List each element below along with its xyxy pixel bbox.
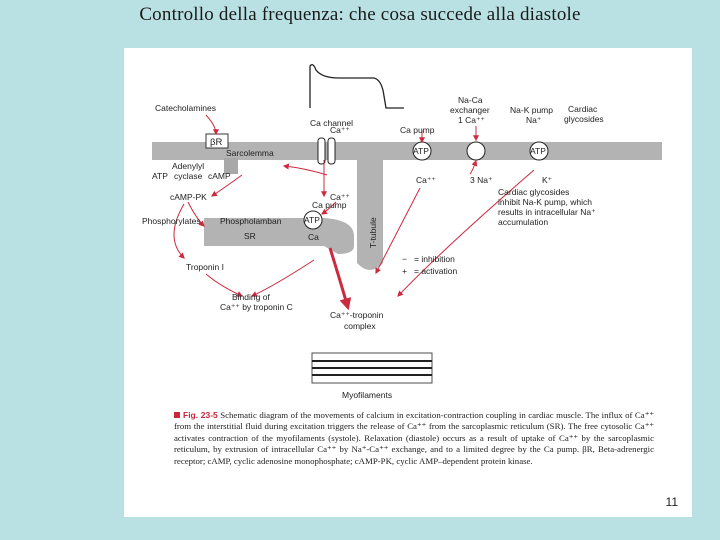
sr-release-arrow [328,247,352,311]
ca-channel-label: Ca channel [310,118,353,128]
figure-panel: βR ATP ATP ATP [124,48,692,517]
camp-label: cAMP [208,171,231,181]
legend-plus: + [402,266,407,276]
atp-left-label: ATP [152,171,168,181]
sr-ca-pump-label: Ca pump [312,200,347,210]
na-k-pump-circle [529,141,549,161]
camp-pk-label: cAMP-PK [170,192,207,202]
na-k-atp: ATP [530,146,546,156]
ca-channel [317,137,326,165]
ca-pump-atp: ATP [413,146,429,156]
adenylyl-cyclase-block [224,158,238,174]
figure-marker [174,412,180,418]
ca-efflux-label: Ca⁺⁺ [416,175,436,185]
regulation-arrows [173,114,535,297]
adenylyl-label: Adenylyl [172,161,204,171]
figure-label: Fig. 23-5 [174,410,218,420]
sarcolemma-label: Sarcolemma [226,148,274,158]
sr-ca-pump-circle [303,210,323,230]
myofilaments-label: Myofilaments [342,390,392,400]
na-ca-exchanger-circle [466,141,486,161]
cg-label-4: accumulation [498,217,548,227]
slide-title: Controllo della frequenza: che cosa succ… [139,4,581,25]
na-label: Na⁺ [526,115,542,125]
ca-channel-ion: Ca⁺⁺ [330,125,350,135]
cardiac-label: Cardiac [568,104,598,114]
ca-pump-label: Ca pump [400,125,435,135]
cyclase-label: cyclase [174,171,203,181]
na-ca-label-2: exchanger [450,105,490,115]
cg-label-3: results in intracellular Na⁺ [498,207,596,217]
figure-caption: Fig. 23-5 Schematic diagram of the movem… [174,410,654,467]
binding-label-1: Binding of [232,292,270,302]
complex-label-1: Ca⁺⁺-troponin [330,310,384,320]
na-ca-label-1: Na-Ca [458,95,483,105]
legend-minus: − [402,254,407,264]
calcium-cycle-diagram: βR ATP ATP ATP [142,64,662,400]
sr-ca-ion: Ca⁺⁺ [330,192,350,202]
cg-label-2: inhibit Na-K pump, which [498,197,592,207]
sr-label: SR [244,231,256,241]
sr-atp: ATP [304,215,320,225]
t-tubule [357,160,383,270]
phosphorylates-label: Phosphorylates [142,216,201,226]
figure-label-text: Fig. 23-5 [183,410,218,420]
legend-activation: = activation [414,266,458,276]
glycosides-label: glycosides [564,114,604,124]
t-tubule-label: T-tubule [368,217,378,248]
beta-receptor-label: βR [210,137,222,148]
cg-label-1: Cardiac glycosides [498,187,569,197]
catecholamines-label: Catecholamines [155,103,216,113]
phospholamban-label: Phospholamban [220,216,282,226]
complex-label-2: complex [344,321,376,331]
myofilaments [311,352,433,384]
legend-inhibition: = inhibition [414,254,455,264]
na-k-pump-label: Na-K pump [510,105,553,115]
sr-ca-label: Ca [308,232,319,242]
k-label: K⁺ [542,175,553,185]
ca-channel-2 [327,137,336,165]
na-ca-label-3: 1 Ca⁺⁺ [458,115,485,125]
action-potential-trace [309,64,404,109]
binding-label-2: Ca⁺⁺ by troponin C [220,302,293,312]
troponin-i-label: Troponin I [186,262,224,272]
figure-caption-text: Schematic diagram of the movements of ca… [174,410,654,466]
page-number: 11 [665,495,678,509]
three-na-label: 3 Na⁺ [470,175,493,185]
